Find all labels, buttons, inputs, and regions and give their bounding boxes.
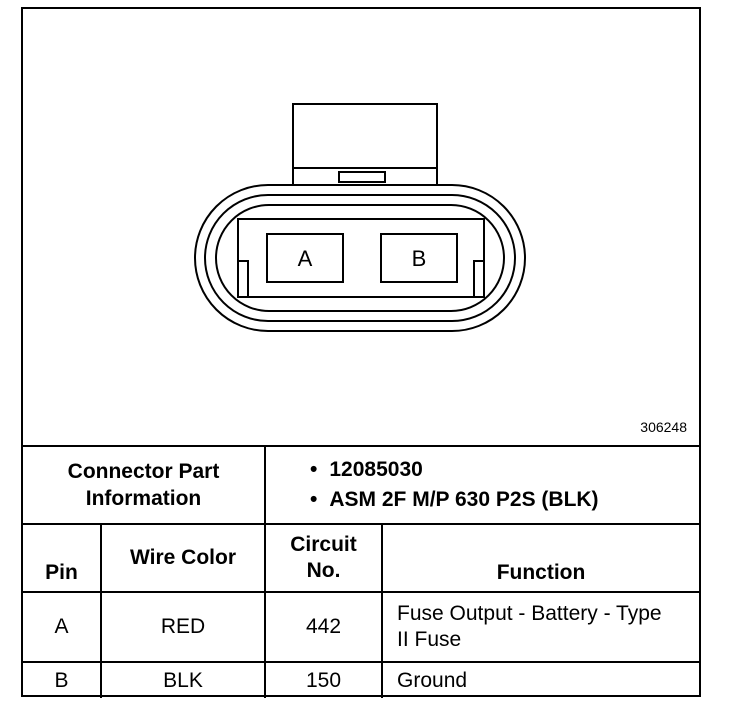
row-a-circuit: 442 (264, 591, 384, 663)
part-info-row: Connector Part Information 12085030 ASM … (23, 445, 700, 525)
connector-diagram-frame: A B 306248 Connector Part Information 12… (21, 7, 701, 698)
connector-info-table: Connector Part Information 12085030 ASM … (23, 445, 700, 698)
terminal-cavity (237, 218, 485, 298)
part-info-label: Connector Part Information (23, 445, 267, 525)
pin-a-box (266, 233, 344, 283)
housing-middle-outline (204, 194, 516, 322)
row-b-function: Ground (381, 661, 700, 698)
row-a-wire-color: RED (99, 591, 267, 663)
table-row: B BLK 150 Ground (23, 661, 700, 698)
row-a-function: Fuse Output - Battery - Type II Fuse (381, 591, 700, 663)
row-b-pin: B (23, 661, 102, 698)
locking-tab-notch (338, 171, 386, 183)
housing-inner-outline (215, 204, 505, 312)
connector-face-svg: A B (194, 103, 526, 332)
column-header-row: Pin Wire Color Circuit No. Function (23, 523, 700, 593)
table-row: A RED 442 Fuse Output - Battery - Type I… (23, 591, 700, 663)
figure-number: 306248 (640, 419, 687, 435)
pin-b-box (380, 233, 458, 283)
part-info-list: 12085030 ASM 2F M/P 630 P2S (BLK) (264, 445, 700, 525)
housing-outer-outline (194, 184, 526, 332)
row-b-circuit: 150 (264, 661, 384, 698)
row-b-wire-color: BLK (99, 661, 267, 698)
header-pin: Pin (23, 523, 102, 593)
pin-a-label: A (298, 246, 313, 271)
header-circuit-no: Circuit No. (264, 523, 384, 593)
row-a-pin: A (23, 591, 102, 663)
connector-drawing: A B 306248 (23, 9, 699, 445)
header-wire-color: Wire Color (99, 523, 267, 593)
part-description: ASM 2F M/P 630 P2S (BLK) (310, 485, 699, 515)
left-key (238, 260, 249, 297)
header-function: Function (381, 523, 700, 593)
right-key (473, 260, 484, 297)
pin-b-label: B (412, 246, 427, 271)
part-number: 12085030 (310, 455, 699, 485)
